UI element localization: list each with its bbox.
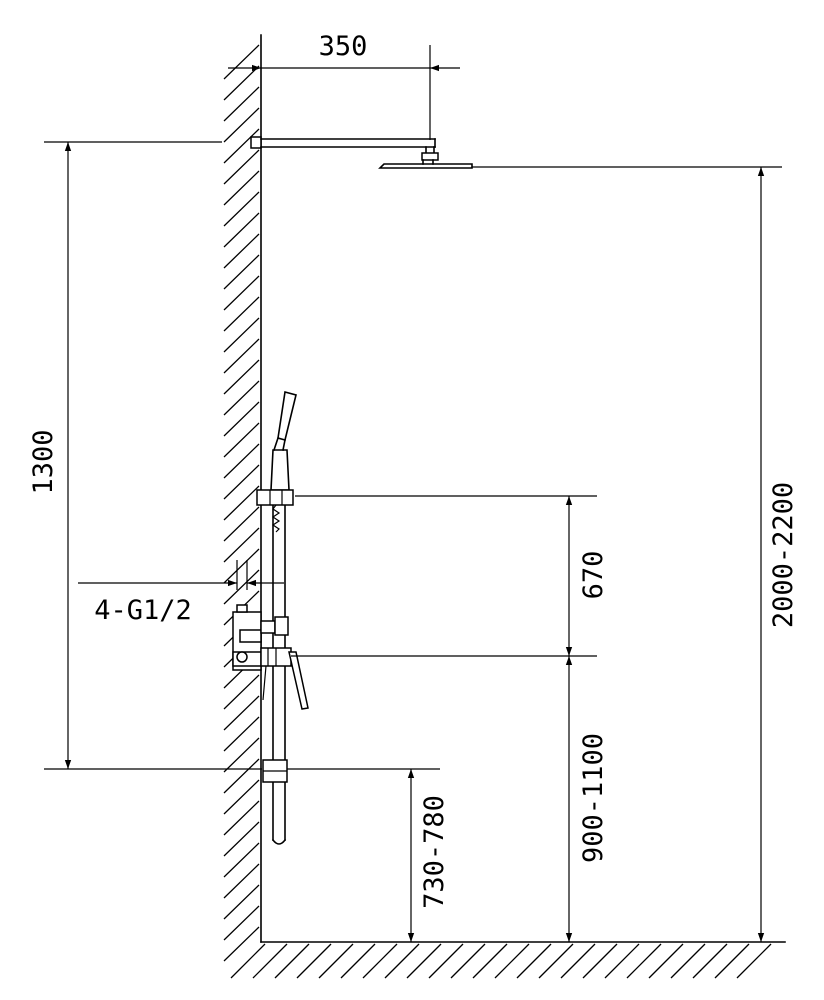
- hatch-line: [223, 212, 260, 248]
- hatch-line: [223, 758, 260, 794]
- hatch-line: [223, 737, 260, 773]
- hatch-line: [223, 401, 260, 437]
- hatch-line: [223, 338, 260, 374]
- hatch-line: [604, 943, 640, 979]
- hatch-line: [428, 943, 464, 979]
- hatch-line: [223, 863, 260, 899]
- hatch-line: [223, 506, 260, 542]
- hatch-line: [223, 170, 260, 206]
- hatch-line: [692, 943, 728, 979]
- hatch-line: [538, 943, 574, 979]
- hatch-line: [223, 695, 260, 731]
- hatch-line: [223, 548, 260, 584]
- hatch-line: [223, 275, 260, 311]
- hatch-line: [223, 779, 260, 815]
- hatch-line: [626, 943, 662, 979]
- dimension-label-730-780: 730-780: [419, 795, 450, 909]
- hatch-line: [648, 943, 684, 979]
- hatch-line: [560, 943, 596, 979]
- hatch-line: [223, 380, 260, 416]
- hatch-line: [223, 800, 260, 836]
- hatch-line: [318, 943, 354, 979]
- hatch-line: [223, 527, 260, 563]
- hatch-line: [223, 359, 260, 395]
- dimension-label-1300: 1300: [28, 429, 59, 494]
- dimension-head-height: 2000-2200: [472, 166, 799, 942]
- floor: [230, 941, 786, 979]
- mixer-valve: [232, 604, 309, 710]
- hatch-line: [472, 943, 508, 979]
- hatch-line: [274, 943, 310, 979]
- hatch-line: [223, 149, 260, 185]
- hatch-line: [223, 443, 260, 479]
- shower-arm: [250, 136, 439, 165]
- hatch-line: [230, 943, 266, 979]
- hatch-line: [406, 943, 442, 979]
- hatch-line: [494, 943, 530, 979]
- hatch-line: [252, 943, 288, 979]
- hatch-line: [362, 943, 398, 979]
- lower-bracket: [262, 759, 288, 783]
- inlet-thread-label: 4-G1/2: [94, 595, 192, 626]
- dimension-label-2000-2200: 2000-2200: [768, 482, 799, 628]
- hatch-line: [714, 943, 750, 979]
- hatch-line: [223, 107, 260, 143]
- dimension-arm-length: 350: [228, 31, 460, 140]
- hatch-line: [223, 569, 260, 605]
- hatch-line: [223, 191, 260, 227]
- rain-shower-head: [378, 163, 473, 169]
- hatch-line: [223, 254, 260, 290]
- hand-shower: [270, 390, 297, 491]
- hand-shower-holder: [256, 489, 294, 533]
- slide-rail: [271, 504, 287, 845]
- dimension-label-350: 350: [319, 31, 368, 62]
- hatch-line: [223, 884, 260, 920]
- hatch-line: [516, 943, 552, 979]
- hatch-line: [223, 296, 260, 332]
- hatch-line: [223, 674, 260, 710]
- hatch-line: [223, 485, 260, 521]
- hatch-line: [223, 716, 260, 752]
- hatch-line: [223, 65, 260, 101]
- hatch-line: [223, 86, 260, 122]
- hatch-line: [223, 128, 260, 164]
- dimension-mixer-height: 900-1100: [565, 656, 609, 942]
- hatch-line: [223, 842, 260, 878]
- hatch-line: [223, 905, 260, 941]
- wall-hatching: [223, 44, 260, 962]
- inlet-thread-callout: 4-G1/2: [78, 560, 284, 626]
- hatch-line: [582, 943, 618, 979]
- dimension-slide-bar: 1300: [28, 141, 262, 770]
- dimension-holder-to-mixer: 670: [291, 495, 609, 657]
- floor-hatching: [230, 943, 772, 979]
- dimension-label-900-1100: 900-1100: [578, 733, 609, 863]
- hatch-line: [223, 233, 260, 269]
- wall: [223, 34, 262, 962]
- hatch-line: [223, 422, 260, 458]
- hatch-line: [670, 943, 706, 979]
- hatch-line: [223, 926, 260, 962]
- hatch-line: [296, 943, 332, 979]
- dimension-label-670: 670: [578, 551, 609, 600]
- hatch-line: [450, 943, 486, 979]
- dimension-lower-bracket: 730-780: [287, 768, 450, 942]
- hatch-line: [223, 821, 260, 857]
- hatch-line: [223, 317, 260, 353]
- hatch-line: [384, 943, 420, 979]
- hatch-line: [736, 943, 772, 979]
- hatch-line: [223, 464, 260, 500]
- hatch-line: [340, 943, 376, 979]
- hatch-line: [223, 44, 260, 80]
